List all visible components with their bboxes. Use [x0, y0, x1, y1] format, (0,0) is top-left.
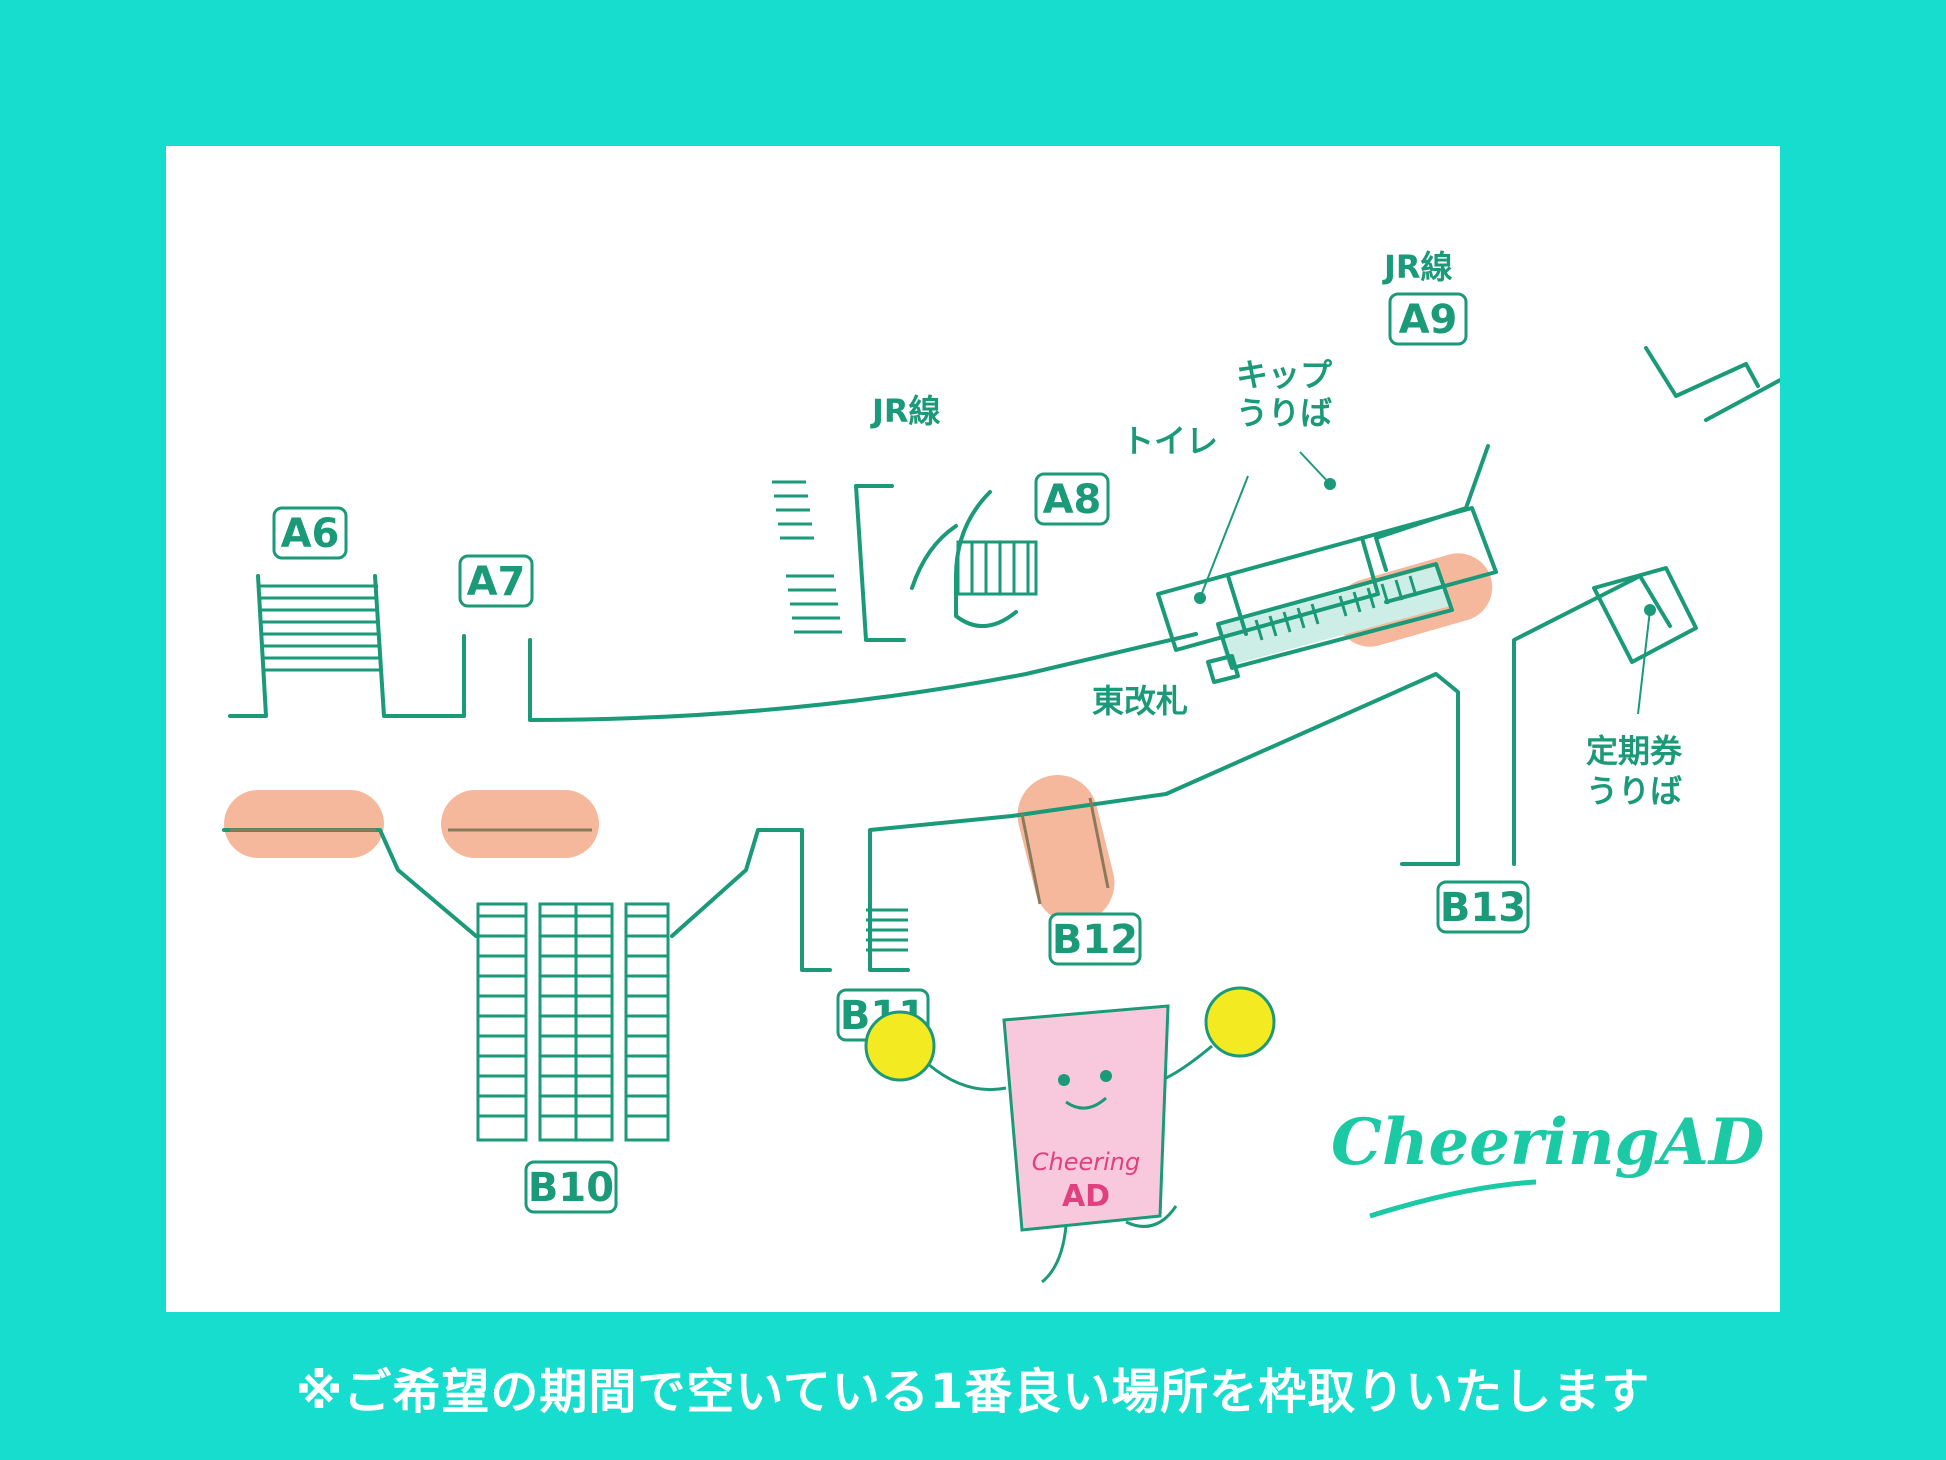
a9-wall-right	[1644, 346, 1760, 398]
svg-text:A7: A7	[467, 559, 526, 605]
pompom-left	[864, 1010, 936, 1082]
cheering-ad-logo: CheeringAD	[1331, 1105, 1765, 1219]
commuter-pass-office	[1592, 566, 1698, 664]
a6-stairs	[260, 584, 382, 672]
svg-text:A9: A9	[1399, 297, 1458, 343]
b11-stairs	[866, 908, 908, 952]
exit-a7[interactable]: A7	[458, 554, 534, 608]
corridor-upper-wall	[528, 632, 1198, 722]
a6-right-wall	[373, 574, 466, 718]
svg-text:A6: A6	[281, 511, 340, 557]
b10-right-slope	[670, 828, 832, 972]
stairs	[260, 480, 1418, 1142]
jr-stairs-upper	[772, 480, 842, 634]
toilet-divider	[1226, 574, 1248, 636]
east-gate-frame	[1216, 562, 1454, 670]
cheering-mascot: Cheering AD	[864, 986, 1276, 1284]
exit-a6[interactable]: A6	[272, 506, 348, 560]
label-jr-line-right: JR線	[1382, 248, 1453, 286]
b11-right-wall	[868, 672, 1460, 972]
label-jr-line-left: JR線	[870, 392, 941, 430]
a9-wall-left	[1374, 444, 1490, 572]
exit-b10[interactable]: B10	[524, 1160, 618, 1214]
footer-note: ※ご希望の期間で空いている1番良い場所を枠取りいたします	[295, 1364, 1651, 1420]
b13-right-wall	[1512, 574, 1672, 866]
svg-text:A8: A8	[1043, 477, 1102, 523]
ad-spot-west-1[interactable]	[224, 790, 384, 858]
pompom-right	[1204, 986, 1276, 1058]
b10-stairs-1	[476, 902, 528, 1142]
map-labels: JR線 JR線 トイレ キップ うりば 東改札 定期券 うりば	[870, 248, 1683, 810]
exit-badges: A6 A7 A8 A9 B10 B11 B12 B13	[272, 292, 1530, 1214]
jr-curve-right	[910, 524, 958, 590]
ad-spot-bars	[230, 797, 1110, 905]
a9-wall-lower	[1704, 377, 1780, 422]
exit-a8[interactable]: A8	[1034, 472, 1110, 526]
mascot-text-2: AD	[1062, 1179, 1110, 1214]
east-gate-area	[1216, 566, 1450, 666]
ad-spot-west-2[interactable]	[441, 790, 599, 858]
label-toilet: トイレ	[1122, 422, 1218, 460]
station-map: A6 A7 A8 A9 B10 B11 B12 B13 JR線 JR線 トイレ …	[222, 248, 1780, 1284]
gate-post	[1206, 654, 1240, 684]
mascot-text-1: Cheering	[1032, 1148, 1140, 1176]
logo-text: CheeringAD	[1331, 1105, 1765, 1180]
leader-lines	[1199, 451, 1651, 715]
gate-escalator	[1254, 575, 1418, 641]
mascot-body	[1002, 1004, 1170, 1232]
exit-b12[interactable]: B12	[1048, 912, 1142, 966]
a6-left-wall	[228, 574, 268, 718]
label-ticket-sales-2: うりば	[1236, 394, 1332, 432]
b10-stairs-3	[624, 902, 670, 1142]
exit-b13[interactable]: B13	[1436, 880, 1530, 934]
exit-a9[interactable]: A9	[1388, 292, 1468, 346]
stair-block-left	[854, 484, 906, 642]
logo-swoosh	[1369, 1179, 1537, 1219]
svg-text:B13: B13	[1440, 885, 1526, 931]
ad-spot-b12[interactable]	[1009, 767, 1123, 932]
station-map-panel: A6 A7 A8 A9 B10 B11 B12 B13 JR線 JR線 トイレ …	[166, 146, 1780, 1312]
b10-stairs-2	[538, 902, 614, 1142]
a8-stairs	[956, 540, 1038, 596]
label-commuter-pass-2: うりば	[1586, 772, 1682, 810]
svg-text:B12: B12	[1052, 917, 1138, 963]
label-east-gate: 東改札	[1092, 682, 1188, 720]
label-commuter-pass-1: 定期券	[1586, 732, 1683, 770]
svg-text:B10: B10	[528, 1165, 614, 1211]
jr-curve-left	[954, 490, 1018, 629]
label-ticket-sales-1: キップ	[1236, 356, 1333, 394]
toilet-block	[1156, 536, 1380, 652]
